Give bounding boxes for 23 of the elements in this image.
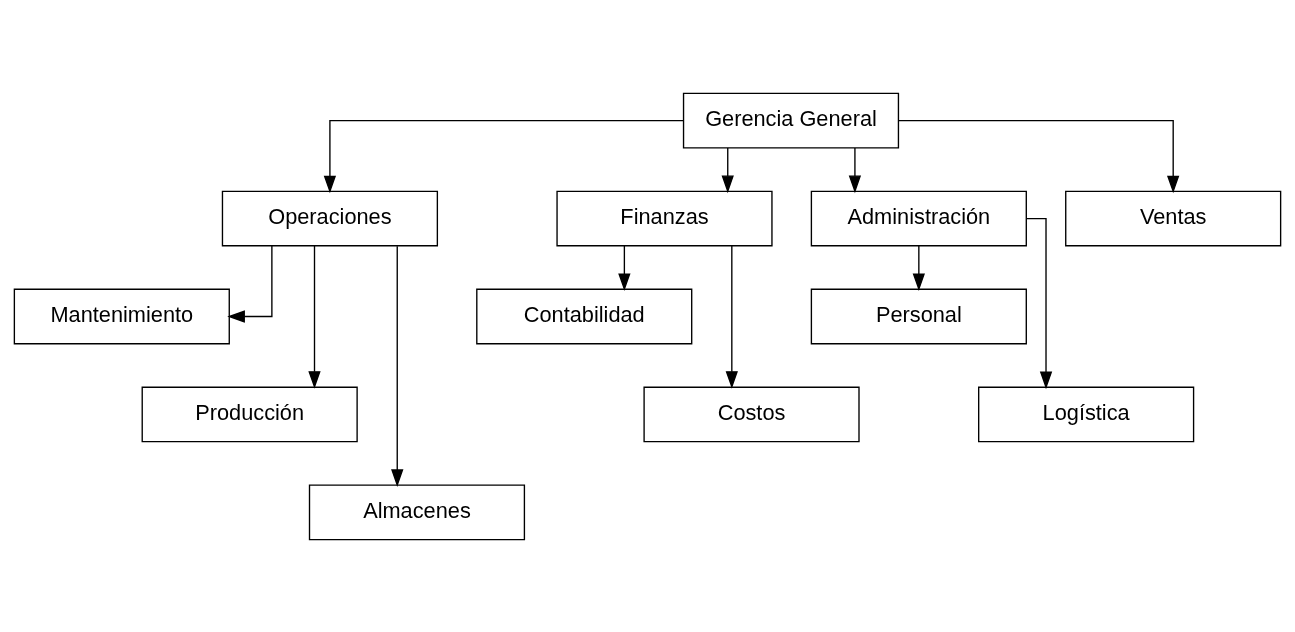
arrow <box>912 244 926 291</box>
node-box: Gerencia General <box>682 92 900 149</box>
node-box: Operaciones <box>221 190 439 246</box>
arrow <box>618 244 631 291</box>
node-box: Administración <box>810 190 1027 246</box>
arrow <box>308 244 321 389</box>
arrow <box>721 146 734 193</box>
node-box: Finanzas <box>556 190 773 246</box>
node-box: Contabilidad <box>476 288 693 344</box>
node-box: Producción <box>141 386 358 442</box>
node-box: Costos <box>643 386 860 442</box>
arrow <box>391 245 404 487</box>
arrow <box>897 119 1180 193</box>
node-box: Personal <box>810 288 1027 344</box>
arrow <box>848 146 862 193</box>
node-box: Logística <box>978 386 1195 442</box>
node-box: Ventas <box>1065 190 1282 246</box>
node-box: Mantenimiento <box>13 288 230 344</box>
node-box: Almacenes <box>308 483 526 540</box>
arrow <box>725 244 738 389</box>
arrow <box>227 244 273 323</box>
arrow <box>323 119 685 193</box>
arrow <box>1026 217 1053 389</box>
